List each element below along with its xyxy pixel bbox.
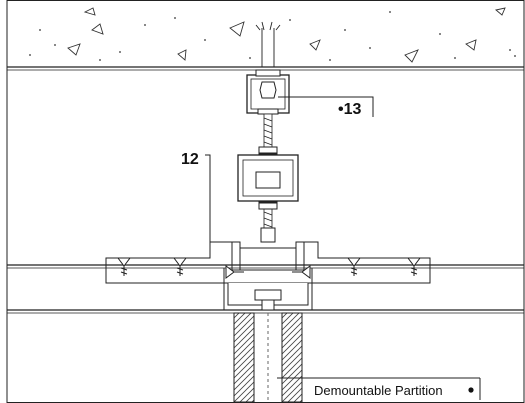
connector-bracket (237, 154, 299, 202)
callout-12-leader (205, 154, 211, 242)
callout-13: •13 (338, 101, 362, 118)
ceiling-track (105, 241, 431, 284)
partition-label: Demountable Partition (314, 383, 443, 398)
concrete-slab (7, 7, 524, 71)
partition-label-dot (468, 387, 474, 393)
ceiling-panel (7, 264, 524, 314)
callout-12: 12 (181, 151, 199, 168)
anchor-bolt (255, 21, 281, 67)
demountable-partition (233, 312, 303, 403)
upper-hanger-bracket (246, 69, 290, 115)
callout-13-leader (278, 96, 374, 117)
partition-label-leader (277, 377, 481, 400)
rod-coupler (260, 227, 276, 243)
partition-head-channel (227, 283, 309, 311)
screw-icons (117, 257, 421, 279)
